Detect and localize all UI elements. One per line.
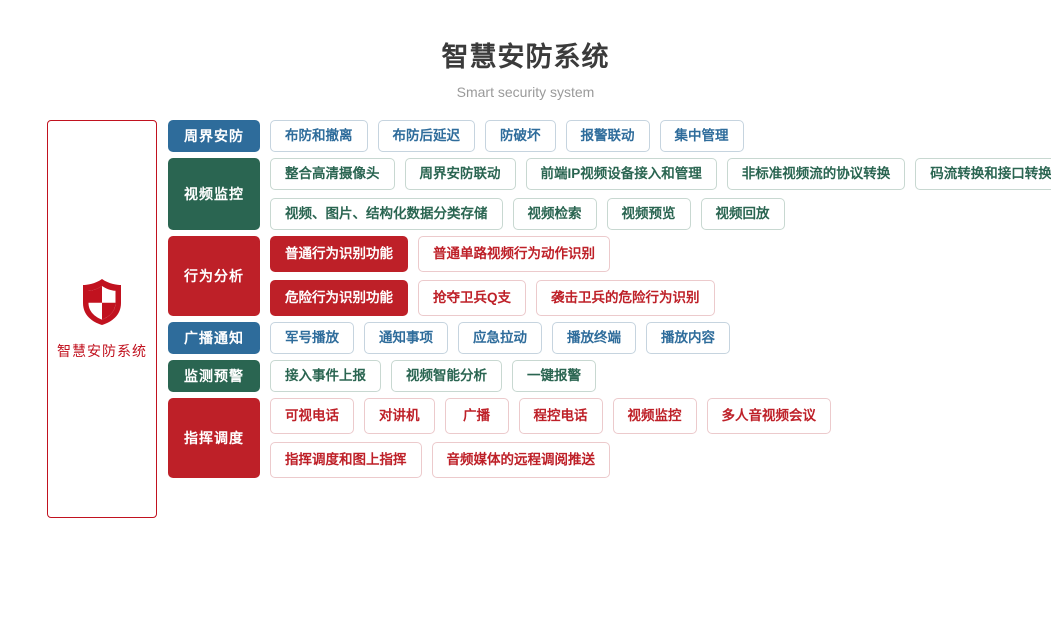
chip-groups: 军号播放 通知事项 应急拉动 播放终端 播放内容: [270, 322, 730, 354]
feature-chip[interactable]: 前端IP视频设备接入和管理: [525, 158, 717, 190]
feature-chip[interactable]: 一键报警: [512, 360, 596, 392]
brand-label: 智慧安防系统: [57, 343, 147, 359]
row-monitoring-alert: 监测预警 接入事件上报 视频智能分析 一键报警: [168, 360, 1051, 392]
chip-row: 指挥调度和图上指挥 音频媒体的远程调阅推送: [270, 442, 831, 478]
feature-chip[interactable]: 码流转换和接口转换: [915, 158, 1051, 190]
feature-chip[interactable]: 整合高清摄像头: [270, 158, 395, 190]
feature-chip[interactable]: 军号播放: [270, 322, 354, 354]
chip-groups: 普通行为识别功能 普通单路视频行为动作识别 危险行为识别功能 抢夺卫兵Q支 袭击…: [270, 236, 715, 316]
feature-chip[interactable]: 接入事件上报: [270, 360, 381, 392]
row-perimeter-security: 周界安防 布防和撤离 布防后延迟 防破坏 报警联动 集中管理: [168, 120, 1051, 152]
feature-chip[interactable]: 周界安防联动: [404, 158, 516, 190]
chip-groups: 布防和撤离 布防后延迟 防破坏 报警联动 集中管理: [270, 120, 744, 152]
feature-chip-primary[interactable]: 危险行为识别功能: [270, 280, 408, 316]
row-video-surveillance: 视频监控 整合高清摄像头 周界安防联动 前端IP视频设备接入和管理 非标准视频流…: [168, 158, 1051, 230]
category-label[interactable]: 监测预警: [168, 360, 260, 392]
category-label[interactable]: 行为分析: [168, 236, 260, 316]
diagram-body: 智慧安防系统 周界安防 布防和撤离 布防后延迟 防破坏 报警联动 集中管理: [0, 120, 1051, 518]
chip-row: 接入事件上报 视频智能分析 一键报警: [270, 360, 596, 392]
chip-row: 可视电话 对讲机 广播 程控电话 视频监控 多人音视频会议: [270, 398, 831, 434]
row-behavior-analysis: 行为分析 普通行为识别功能 普通单路视频行为动作识别 危险行为识别功能 抢夺卫兵…: [168, 236, 1051, 316]
feature-chip[interactable]: 抢夺卫兵Q支: [418, 280, 527, 316]
feature-chip[interactable]: 非标准视频流的协议转换: [726, 158, 906, 190]
feature-chip[interactable]: 袭击卫兵的危险行为识别: [536, 280, 715, 316]
page-title: 智慧安防系统: [441, 42, 610, 72]
chip-row: 布防和撤离 布防后延迟 防破坏 报警联动 集中管理: [270, 120, 744, 152]
feature-chip[interactable]: 集中管理: [659, 120, 744, 152]
feature-chip[interactable]: 普通单路视频行为动作识别: [418, 236, 610, 272]
feature-chip[interactable]: 报警联动: [565, 120, 650, 152]
category-label[interactable]: 指挥调度: [168, 398, 260, 478]
feature-chip[interactable]: 音频媒体的远程调阅推送: [431, 442, 610, 478]
feature-chip[interactable]: 布防后延迟: [377, 120, 475, 152]
feature-chip[interactable]: 对讲机: [364, 398, 435, 434]
feature-chip-primary[interactable]: 普通行为识别功能: [270, 236, 408, 272]
feature-chip[interactable]: 播放终端: [552, 322, 636, 354]
page-subtitle: Smart security system: [456, 84, 595, 100]
category-rows: 周界安防 布防和撤离 布防后延迟 防破坏 报警联动 集中管理 视频监控 整合: [168, 120, 1051, 478]
feature-chip[interactable]: 通知事项: [364, 322, 448, 354]
feature-chip[interactable]: 视频监控: [612, 398, 697, 434]
feature-chip[interactable]: 应急拉动: [458, 322, 542, 354]
page-header: 智慧安防系统 Smart security system: [0, 0, 1051, 102]
chip-row: 军号播放 通知事项 应急拉动 播放终端 播放内容: [270, 322, 730, 354]
chip-row: 危险行为识别功能 抢夺卫兵Q支 袭击卫兵的危险行为识别: [270, 280, 715, 316]
feature-chip[interactable]: 播放内容: [646, 322, 730, 354]
chip-row: 普通行为识别功能 普通单路视频行为动作识别: [270, 236, 715, 272]
feature-chip[interactable]: 视频预览: [606, 198, 691, 230]
row-broadcast-notification: 广播通知 军号播放 通知事项 应急拉动 播放终端 播放内容: [168, 322, 1051, 354]
chip-groups: 接入事件上报 视频智能分析 一键报警: [270, 360, 596, 392]
feature-chip[interactable]: 视频回放: [700, 198, 785, 230]
row-command-dispatch: 指挥调度 可视电话 对讲机 广播 程控电话 视频监控 多人音视频会议 指挥调度和…: [168, 398, 1051, 478]
feature-chip[interactable]: 可视电话: [270, 398, 354, 434]
feature-chip[interactable]: 视频智能分析: [391, 360, 502, 392]
feature-chip[interactable]: 视频、图片、结构化数据分类存储: [270, 198, 503, 230]
feature-chip[interactable]: 防破坏: [485, 120, 556, 152]
chip-row: 视频、图片、结构化数据分类存储 视频检索 视频预览 视频回放: [270, 198, 1051, 230]
feature-chip[interactable]: 视频检索: [512, 198, 597, 230]
category-label[interactable]: 周界安防: [168, 120, 260, 152]
category-label[interactable]: 广播通知: [168, 322, 260, 354]
chip-groups: 可视电话 对讲机 广播 程控电话 视频监控 多人音视频会议 指挥调度和图上指挥 …: [270, 398, 831, 478]
category-label[interactable]: 视频监控: [168, 158, 260, 230]
brand-panel: 智慧安防系统: [47, 120, 157, 518]
feature-chip[interactable]: 布防和撤离: [270, 120, 368, 152]
chip-groups: 整合高清摄像头 周界安防联动 前端IP视频设备接入和管理 非标准视频流的协议转换…: [270, 158, 1051, 230]
shield-icon: [83, 279, 121, 325]
feature-chip[interactable]: 指挥调度和图上指挥: [270, 442, 422, 478]
feature-chip[interactable]: 多人音视频会议: [706, 398, 831, 434]
feature-chip[interactable]: 程控电话: [518, 398, 603, 434]
chip-row: 整合高清摄像头 周界安防联动 前端IP视频设备接入和管理 非标准视频流的协议转换…: [270, 158, 1051, 190]
feature-chip[interactable]: 广播: [444, 398, 509, 434]
